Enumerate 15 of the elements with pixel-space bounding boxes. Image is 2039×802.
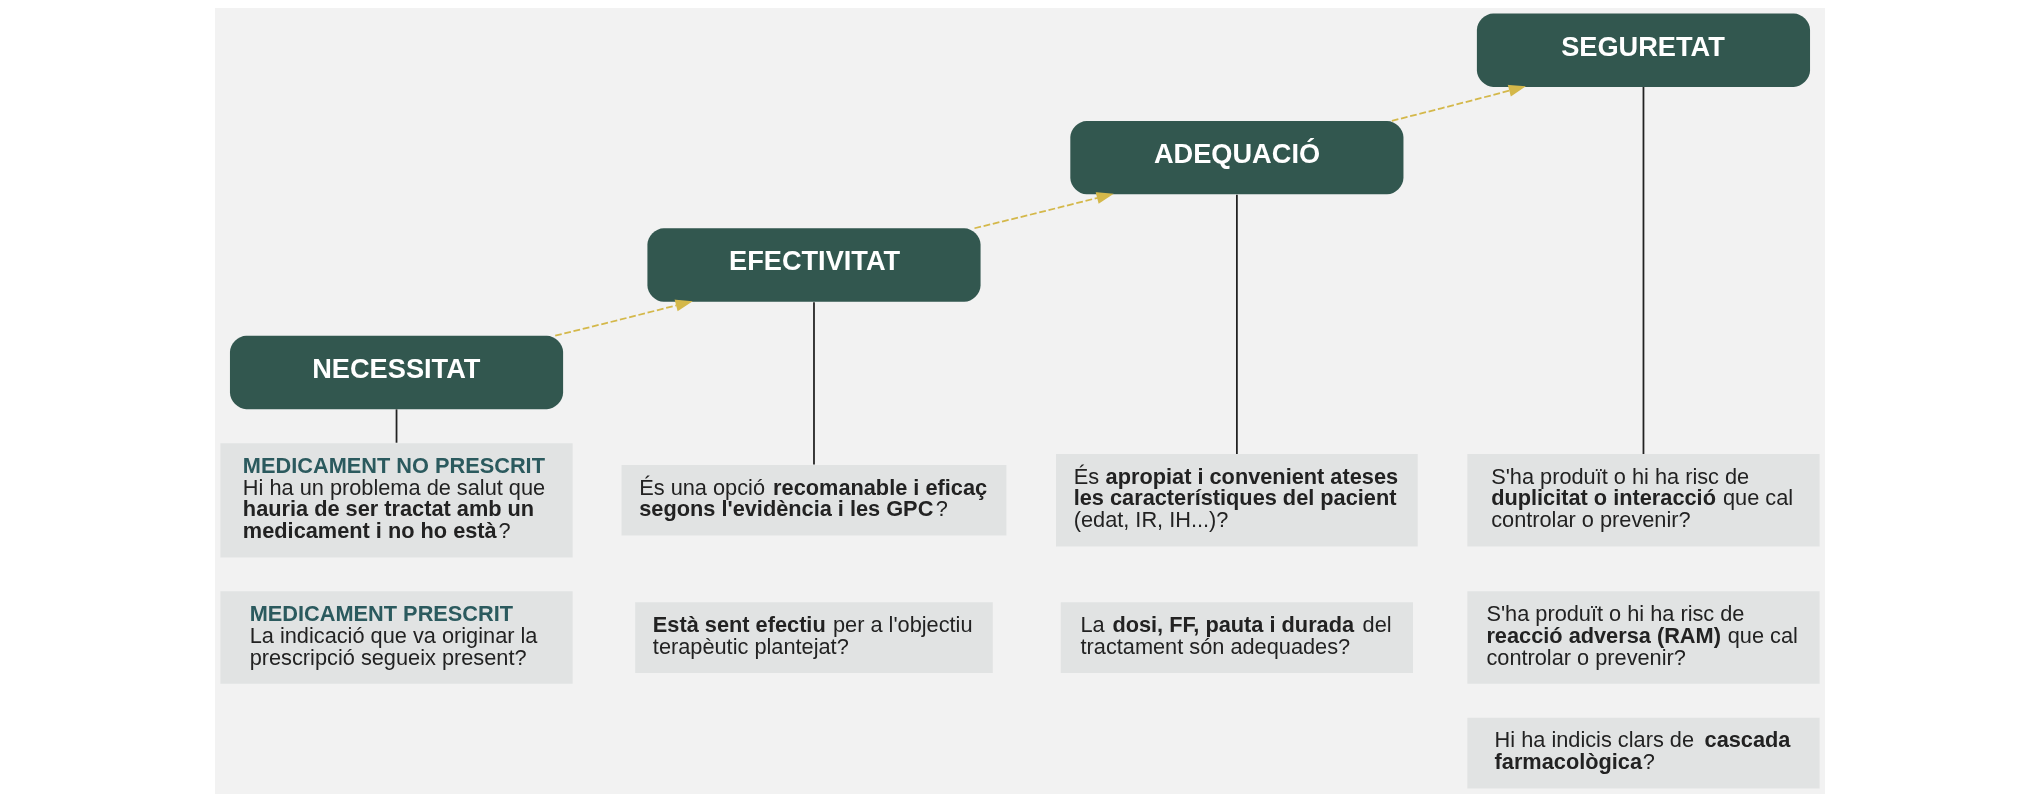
node-box: EFECTIVITAT: [646, 228, 981, 302]
node-box: S'ha produït o hi ha risc de duplicitat o interacció que cal controlar o prevenir?: [1466, 454, 1820, 547]
node-box: SEGURETAT: [1476, 13, 1810, 87]
connector: [812, 301, 815, 466]
node-box: És apropiat i convenient ateses les característiques del pacient (edat, IR, IH...)?: [1055, 454, 1418, 547]
arrow: [1390, 84, 1526, 122]
connector: [395, 408, 397, 444]
node-box: MEDICAMENT NO PRESCRIT Hi ha un problema de salut que hauria de ser tractat amb un medicament i no ho està?: [219, 443, 573, 558]
node-box: ADEQUACIÓ: [1069, 120, 1403, 195]
connector: [1235, 193, 1238, 455]
arrow: [553, 299, 693, 337]
arrow: [973, 192, 1114, 230]
node-box: NECESSITAT: [229, 335, 563, 410]
node-box: És una opció recomanable i eficaç segons l'evidència i les GPC?: [621, 464, 1006, 536]
connector: [1642, 86, 1644, 455]
